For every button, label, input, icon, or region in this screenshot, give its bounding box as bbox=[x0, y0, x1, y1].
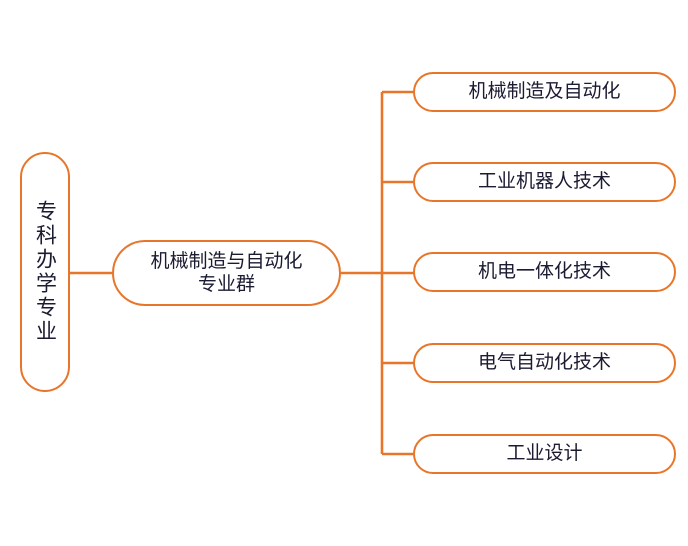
node-leaf-machinery-manufacturing[interactable]: 机械制造及自动化 bbox=[413, 72, 676, 112]
node-leaf-label: 机电一体化技术 bbox=[477, 261, 611, 283]
node-leaf-electrical-automation[interactable]: 电气自动化技术 bbox=[413, 343, 676, 383]
node-leaf-label: 工业机器人技术 bbox=[477, 171, 611, 193]
node-leaf-label: 工业设计 bbox=[506, 443, 583, 465]
node-root-label: 专科办学专业 bbox=[33, 200, 57, 344]
node-root[interactable]: 专科办学专业 bbox=[20, 152, 70, 392]
node-leaf-industrial-robotics[interactable]: 工业机器人技术 bbox=[413, 162, 676, 202]
node-leaf-label: 机械制造及自动化 bbox=[468, 81, 621, 103]
node-leaf-industrial-design[interactable]: 工业设计 bbox=[413, 434, 676, 474]
node-leaf-label: 电气自动化技术 bbox=[477, 352, 611, 374]
node-group-label: 机械制造与自动化 专业群 bbox=[150, 250, 303, 295]
node-group[interactable]: 机械制造与自动化 专业群 bbox=[112, 240, 341, 306]
node-leaf-mechatronics[interactable]: 机电一体化技术 bbox=[413, 252, 676, 292]
